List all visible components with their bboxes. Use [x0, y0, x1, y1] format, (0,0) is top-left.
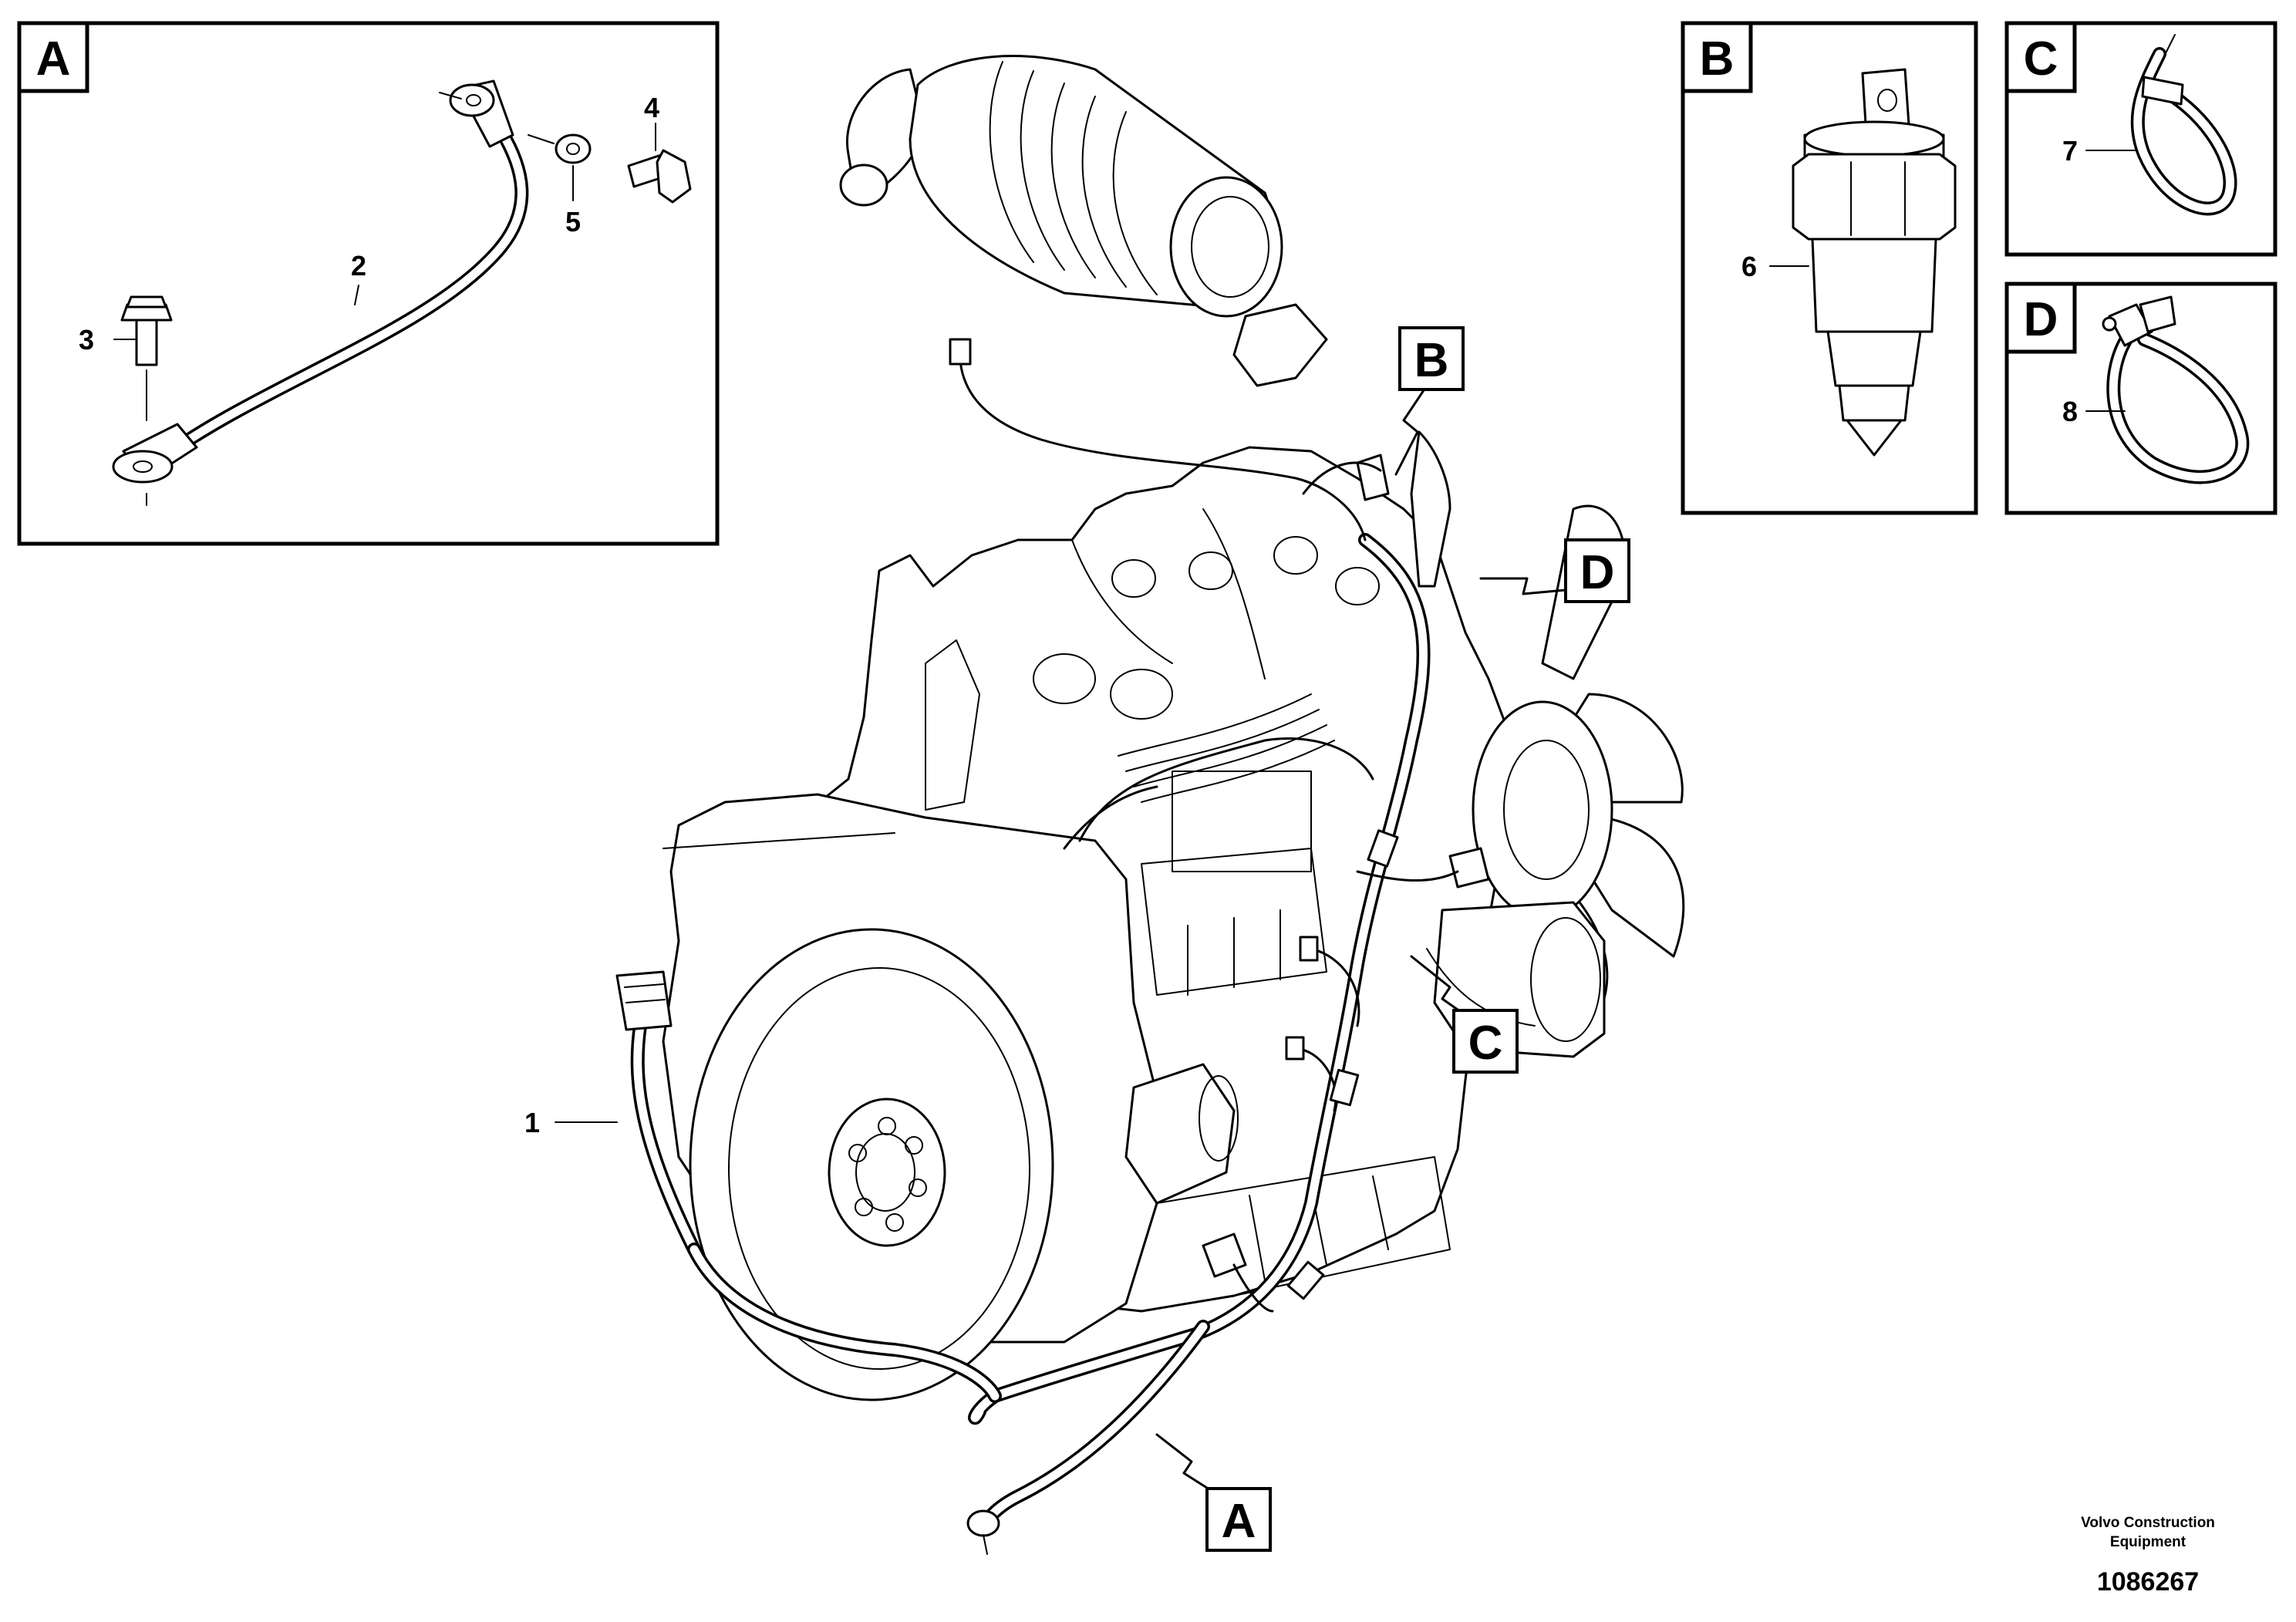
detail-c-letter: C — [2024, 32, 2058, 86]
part-number-5: 5 — [565, 206, 581, 238]
air-cleaner — [839, 55, 1328, 387]
part-number-4: 4 — [644, 92, 659, 123]
ground-cable-part — [112, 79, 529, 484]
cable-clamp-part — [2102, 295, 2250, 484]
hex-screw-part — [627, 149, 692, 204]
company-name-line2: Equipment — [2110, 1534, 2186, 1550]
detail-panel-b: B 6 — [1681, 21, 1978, 515]
detail-panel-a: A — [17, 21, 720, 546]
callout-c: C — [1410, 955, 1519, 1074]
part-number-1: 1 — [524, 1107, 540, 1138]
detail-b-letter: B — [1700, 32, 1735, 86]
document-number: 1086267 — [2097, 1567, 2199, 1597]
part-number-6: 6 — [1741, 251, 1757, 282]
company-name-line1: Volvo Construction — [2081, 1515, 2215, 1531]
wiring-harness — [615, 338, 1490, 1555]
detail-d-letter: D — [2024, 293, 2058, 346]
part-number-7: 7 — [2062, 135, 2078, 167]
detail-panel-d: D 8 — [2004, 282, 2277, 515]
callout-a: A — [1155, 1433, 1272, 1552]
flange-bolt-part — [120, 295, 173, 506]
callout-b: B — [1394, 326, 1465, 476]
part-number-8: 8 — [2062, 396, 2078, 427]
starter-motor — [1124, 1063, 1236, 1205]
callout-d-letter: D — [1580, 546, 1615, 599]
temperature-sensor-part — [1792, 68, 1957, 457]
callout-d: D — [1479, 538, 1630, 603]
detail-panel-c: C 7 — [2004, 21, 2277, 257]
engine-assembly — [662, 55, 1685, 1401]
part-number-3: 3 — [79, 324, 94, 356]
callout-b-letter: B — [1414, 334, 1449, 387]
document-footer: Volvo Construction Equipment 1086267 — [2081, 1515, 2215, 1597]
part-number-2: 2 — [351, 250, 366, 282]
callout-c-letter: C — [1468, 1017, 1503, 1070]
detail-a-letter: A — [36, 32, 71, 86]
washer-part — [528, 133, 592, 164]
callout-a-letter: A — [1222, 1495, 1256, 1548]
cable-tie-part — [2130, 34, 2237, 216]
